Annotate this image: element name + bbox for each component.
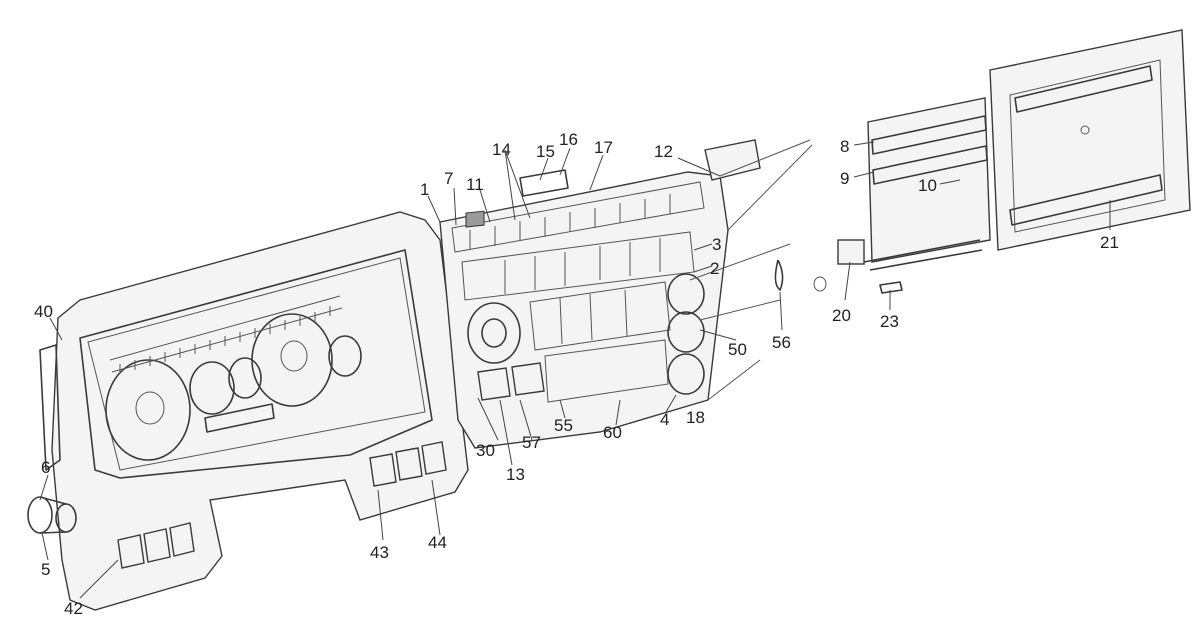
- callout-14: 14: [492, 140, 511, 159]
- callout-13: 13: [506, 465, 525, 484]
- callout-17: 17: [594, 138, 613, 157]
- callout-8: 8: [840, 137, 849, 156]
- callout-3: 3: [712, 235, 721, 254]
- callouts: 40 6 5 42 43 44 1 7 11 14 15 16 17 12 3 …: [34, 130, 1119, 618]
- instrument-cluster: [27, 211, 469, 611]
- callout-2: 2: [710, 259, 719, 278]
- callout-21: 21: [1100, 233, 1119, 252]
- callout-40: 40: [34, 302, 53, 321]
- callout-10: 10: [918, 176, 937, 195]
- callout-55: 55: [554, 416, 573, 435]
- callout-16: 16: [559, 130, 578, 149]
- callout-50: 50: [728, 340, 747, 359]
- center-console: [439, 139, 761, 449]
- callout-56: 56: [772, 333, 791, 352]
- callout-4: 4: [660, 410, 669, 429]
- callout-42: 42: [64, 599, 83, 618]
- callout-6: 6: [41, 458, 50, 477]
- callout-18: 18: [686, 408, 705, 427]
- callout-11: 11: [466, 175, 484, 194]
- callout-57: 57: [522, 433, 541, 452]
- callout-7: 7: [444, 169, 453, 188]
- leader-lines: [39, 139, 1111, 599]
- callout-60: 60: [603, 423, 622, 442]
- callout-44: 44: [428, 533, 447, 552]
- callout-43: 43: [370, 543, 389, 562]
- callout-20: 20: [832, 306, 851, 325]
- callout-5: 5: [41, 560, 50, 579]
- callout-15: 15: [536, 142, 555, 161]
- callout-9: 9: [840, 169, 849, 188]
- callout-23: 23: [880, 312, 899, 331]
- callout-30: 30: [476, 441, 495, 460]
- right-bracket: [774, 29, 1191, 294]
- callout-12: 12: [654, 142, 673, 161]
- callout-1: 1: [420, 180, 429, 199]
